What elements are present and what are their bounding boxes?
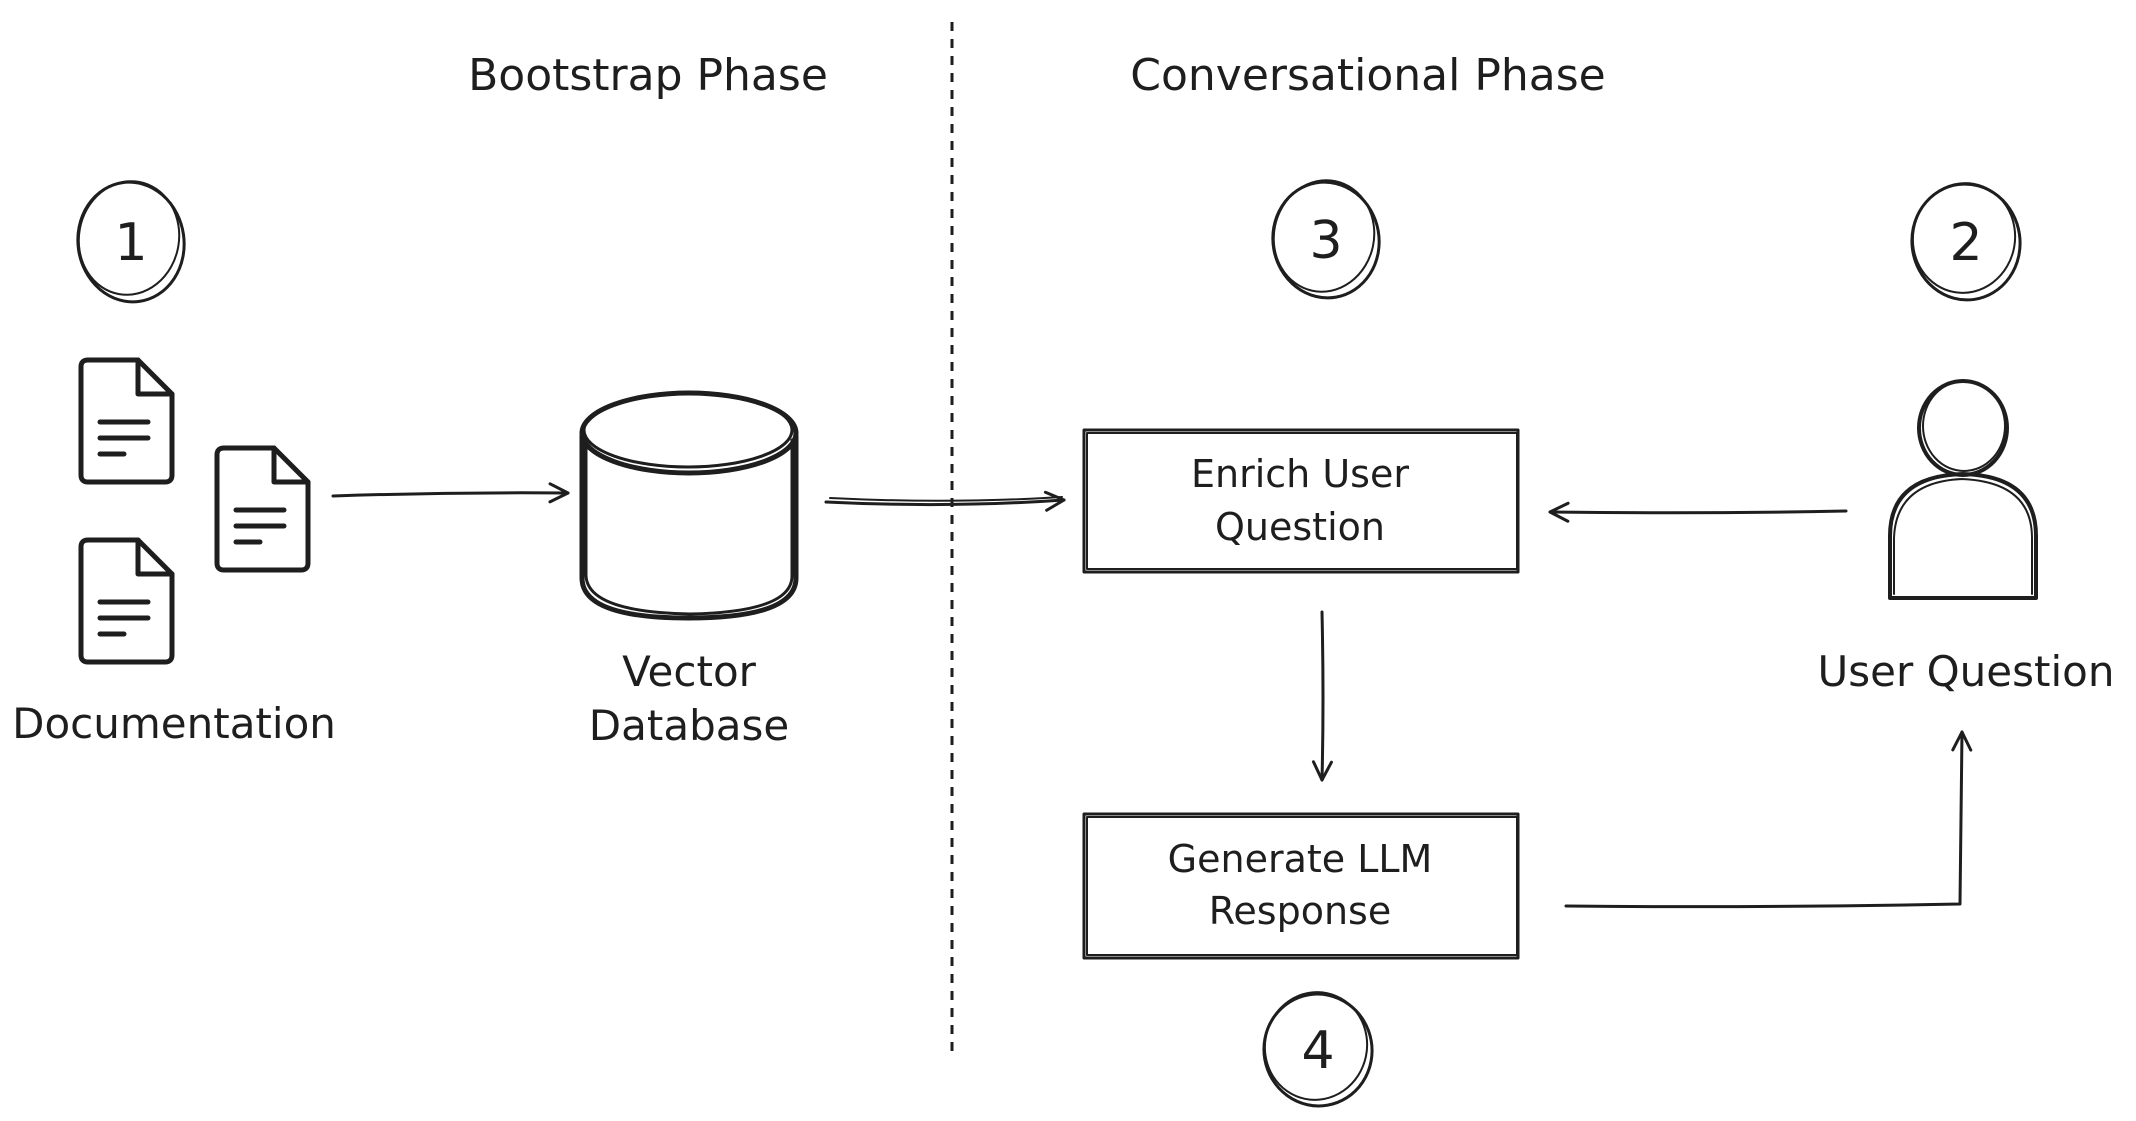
conversational-phase-title: Conversational Phase — [1130, 50, 1605, 101]
arrow-generate-to-user — [1564, 730, 1973, 909]
enrich-question-line1: Enrich User — [1191, 452, 1409, 496]
arrow-user-to-enrich — [1548, 501, 1848, 523]
enrich-question-line2: Question — [1215, 505, 1385, 549]
enrich-question-box: Enrich User Question — [1082, 428, 1520, 574]
bootstrap-phase-title: Bootstrap Phase — [468, 50, 828, 101]
step-badge-1: 1 — [76, 180, 186, 304]
step-badge-4: 4 — [1262, 991, 1374, 1108]
generate-response-line1: Generate LLM — [1168, 837, 1433, 881]
document-icon — [78, 357, 175, 485]
documentation-label: Documentation — [12, 699, 336, 748]
user-icon — [1888, 379, 2038, 600]
arrow-database-to-enrich — [824, 490, 1066, 512]
arrow-enrich-to-generate — [1311, 610, 1333, 782]
step-2-number: 2 — [1949, 213, 1982, 273]
generate-response-box: Generate LLM Response — [1082, 812, 1520, 960]
step-badge-2: 2 — [1910, 182, 2022, 302]
arrow-docs-to-database — [331, 482, 570, 504]
user-question-label: User Question — [1818, 647, 2115, 696]
document-icon — [78, 537, 175, 665]
step-badge-3: 3 — [1271, 179, 1381, 300]
vector-database-label-line2: Database — [589, 701, 789, 750]
generate-response-line2: Response — [1209, 889, 1392, 933]
document-icon — [214, 445, 311, 573]
step-1-number: 1 — [114, 213, 147, 273]
vector-database-label-line1: Vector — [622, 647, 757, 696]
database-cylinder-icon — [579, 390, 799, 621]
step-3-number: 3 — [1309, 211, 1342, 271]
step-4-number: 4 — [1301, 1021, 1334, 1081]
